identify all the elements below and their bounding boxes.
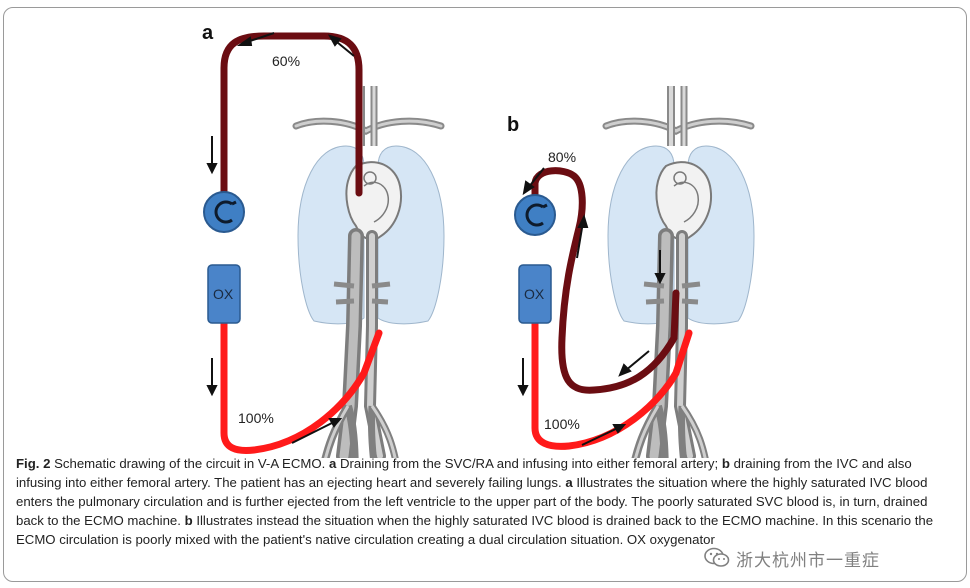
flow-arrow-icon <box>206 32 355 444</box>
caption-panel-ref: a <box>328 456 337 471</box>
return-cannula-b <box>531 314 693 450</box>
panel-b: b OX 80% 100% <box>507 86 754 458</box>
caption-text: Illustrates the situation where the high… <box>16 475 928 528</box>
wechat-icon <box>704 547 730 567</box>
panel-a-letter: a <box>202 22 214 44</box>
caption-panel-ref: b <box>721 456 730 471</box>
caption-text: Illustrates instead the situation when t… <box>16 513 934 547</box>
pump-icon <box>514 194 556 236</box>
saturation-bottom-a: 100% <box>238 410 274 426</box>
saturation-top-a: 60% <box>272 53 300 69</box>
watermark-text: 浙大杭州市一重症 <box>736 550 880 571</box>
oxygenator-icon <box>518 264 552 324</box>
figure-caption: Fig. 2 Schematic drawing of the circuit … <box>16 454 956 549</box>
caption-text: draining from the IVC and also infusing … <box>16 456 912 490</box>
drainage-cannula-b <box>531 167 680 394</box>
watermark: 浙大杭州市一重症 <box>704 545 880 571</box>
pump-icon <box>203 191 245 233</box>
ecmo-figure: a OX 60% 100% <box>202 22 966 458</box>
oxygenator-label-b: OX <box>524 286 545 302</box>
panel-b-letter: b <box>507 114 519 136</box>
panel-a: a OX 60% 100% <box>202 22 444 458</box>
caption-text: Draining from the SVC/RA and infusing in… <box>336 456 722 471</box>
caption-panel-ref: b <box>184 513 193 528</box>
caption-panel-ref: a <box>565 475 573 490</box>
patient-anatomy-a <box>296 86 444 458</box>
oxygenator-label-a: OX <box>213 286 234 302</box>
figure-frame: a OX 60% 100% <box>3 7 967 582</box>
oxygenator-icon <box>207 264 241 324</box>
saturation-bottom-b: 100% <box>544 416 580 432</box>
return-cannula-a <box>220 314 383 454</box>
caption-text: Schematic drawing of the circuit in V-A … <box>50 456 329 471</box>
figure-label: Fig. 2 <box>16 456 51 471</box>
saturation-top-b: 80% <box>548 149 576 165</box>
flow-arrow-icon <box>517 167 666 446</box>
patient-anatomy-b <box>606 86 754 458</box>
